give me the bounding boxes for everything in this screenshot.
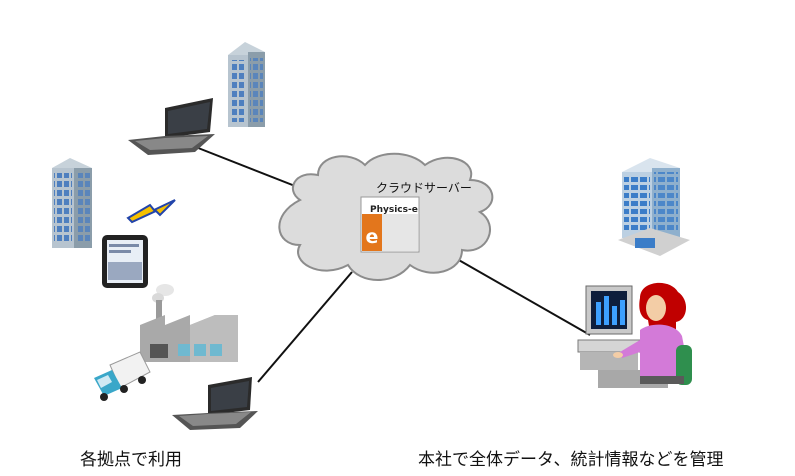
physics-e-logo-text: Physics-e (370, 205, 418, 215)
office-building-icon-right (618, 158, 690, 256)
office-building-icon-top (228, 42, 265, 127)
factory-icon (140, 284, 238, 362)
tablet-icon (102, 235, 148, 288)
line-headoffice (449, 254, 591, 336)
laptop-icon-bottom (172, 377, 258, 430)
office-building-icon-left (52, 158, 92, 248)
cloud-server-label: クラウドサーバー (376, 181, 472, 195)
caption-headoffice-management: 本社で全体データ、統計情報などを管理 (418, 450, 724, 470)
line-laptop-bottom (257, 271, 353, 383)
physics-e-logo (360, 196, 420, 253)
truck-icon (94, 351, 151, 401)
caption-branch-use: 各拠点で利用 (80, 450, 182, 470)
lightning-icon (126, 199, 176, 224)
person-at-computer-icon (577, 282, 692, 388)
laptop-icon-top (128, 98, 215, 155)
physics-e-logo-letter: e (365, 226, 379, 248)
